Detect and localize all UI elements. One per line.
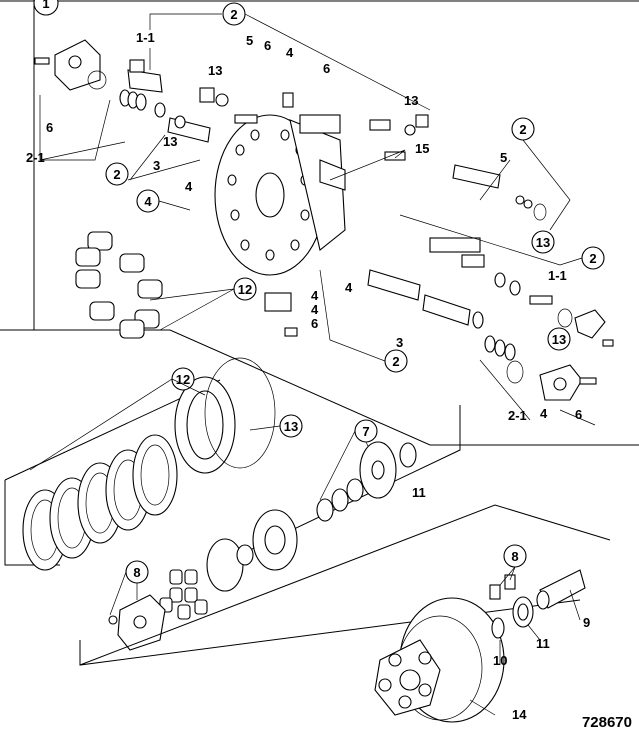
callout-7: 7: [354, 419, 378, 443]
callout-13-right-lower: 13: [547, 327, 571, 351]
callout-1-text: 1: [42, 0, 49, 11]
label-11-mid: 11: [412, 485, 426, 500]
label-3-right: 3: [396, 335, 403, 350]
callout-2-left-text: 2: [113, 167, 120, 182]
callout-1: 1: [33, 0, 59, 16]
callout-2-right-mid-text: 2: [589, 251, 596, 266]
port-plate: [214, 114, 346, 276]
callout-12-lower: 12: [171, 367, 195, 391]
callout-13-lower-text: 13: [284, 419, 298, 434]
label-13-mid: 13: [163, 134, 177, 149]
callout-2-right-top: 2: [511, 117, 535, 141]
callout-8-left-text: 8: [133, 565, 140, 580]
callout-2-top: 2: [222, 2, 246, 26]
label-10: 10: [493, 653, 507, 668]
label-6-upper: 6: [323, 61, 330, 76]
bearing-and-shaft: [489, 569, 586, 639]
callout-2-top-text: 2: [230, 7, 237, 22]
callout-13-right-top: 13: [531, 230, 555, 254]
gearbox-section-boundary: [79, 504, 611, 666]
label-11-lower: 11: [536, 636, 550, 651]
callout-2-lower-text: 2: [392, 354, 399, 369]
label-2-1-left: 2-1: [26, 150, 45, 165]
callout-2-right-top-text: 2: [519, 122, 526, 137]
callout-8-left: 8: [125, 560, 149, 584]
swash-plate: [108, 594, 166, 651]
label-9: 9: [583, 615, 590, 630]
callout-13-right-lower-text: 13: [552, 332, 566, 347]
label-15: 15: [415, 141, 429, 156]
springs-left: [75, 231, 163, 339]
callout-8-right-text: 8: [511, 549, 518, 564]
clutch-discs: [22, 357, 276, 571]
label-1-1-right: 1-1: [548, 268, 567, 283]
leader-lines-clutch: [29, 378, 376, 501]
callout-13-lower: 13: [279, 414, 303, 438]
label-6-right: 6: [575, 407, 582, 422]
callout-4-left: 4: [136, 189, 160, 213]
label-4-stack-b: 4: [311, 302, 319, 317]
callout-7-text: 7: [362, 424, 369, 439]
label-3-left: 3: [153, 158, 160, 173]
callout-12-lower-text: 12: [176, 372, 190, 387]
assembly-boundary: [0, 0, 639, 446]
label-13-top: 13: [208, 63, 222, 78]
upper-small-parts: [199, 87, 429, 337]
callout-8-right: 8: [503, 544, 527, 568]
callout-4-left-text: 4: [144, 194, 152, 209]
label-14: 14: [512, 707, 527, 722]
label-2-1-right: 2-1: [508, 408, 527, 423]
callout-2-lower: 2: [384, 349, 408, 373]
callout-12-upper: 12: [233, 277, 257, 301]
label-6-stack: 6: [311, 316, 318, 331]
leader-lines-gearbox: [469, 566, 581, 716]
figure-id: 728670: [582, 714, 632, 731]
callout-12-upper-text: 12: [238, 282, 252, 297]
upper-right-valve: [452, 164, 547, 221]
label-5-top: 5: [246, 33, 253, 48]
label-5-right: 5: [500, 150, 507, 165]
label-4-right: 4: [540, 406, 548, 421]
callout-2-left: 2: [105, 162, 129, 186]
pistons: [159, 569, 208, 620]
label-4-stack-a: 4: [311, 288, 319, 303]
label-4-mid: 4: [185, 179, 193, 194]
cylinder-block: [206, 441, 417, 592]
gearbox-housing: [374, 597, 505, 723]
label-1-1-top: 1-1: [136, 30, 155, 45]
spool-assembly-left: [119, 59, 211, 143]
callout-2-right-mid: 2: [581, 246, 605, 270]
left-valve-housing: [34, 39, 107, 91]
label-6-left: 6: [46, 120, 53, 135]
label-4-top: 4: [286, 45, 294, 60]
spool-assembly-right: [367, 237, 614, 401]
leader-lines-pistons: [109, 571, 138, 616]
label-6-top: 6: [264, 38, 271, 53]
callout-13-right-top-text: 13: [536, 235, 550, 250]
label-4-lower: 4: [345, 280, 353, 295]
leader-lines-upper: [39, 13, 596, 426]
